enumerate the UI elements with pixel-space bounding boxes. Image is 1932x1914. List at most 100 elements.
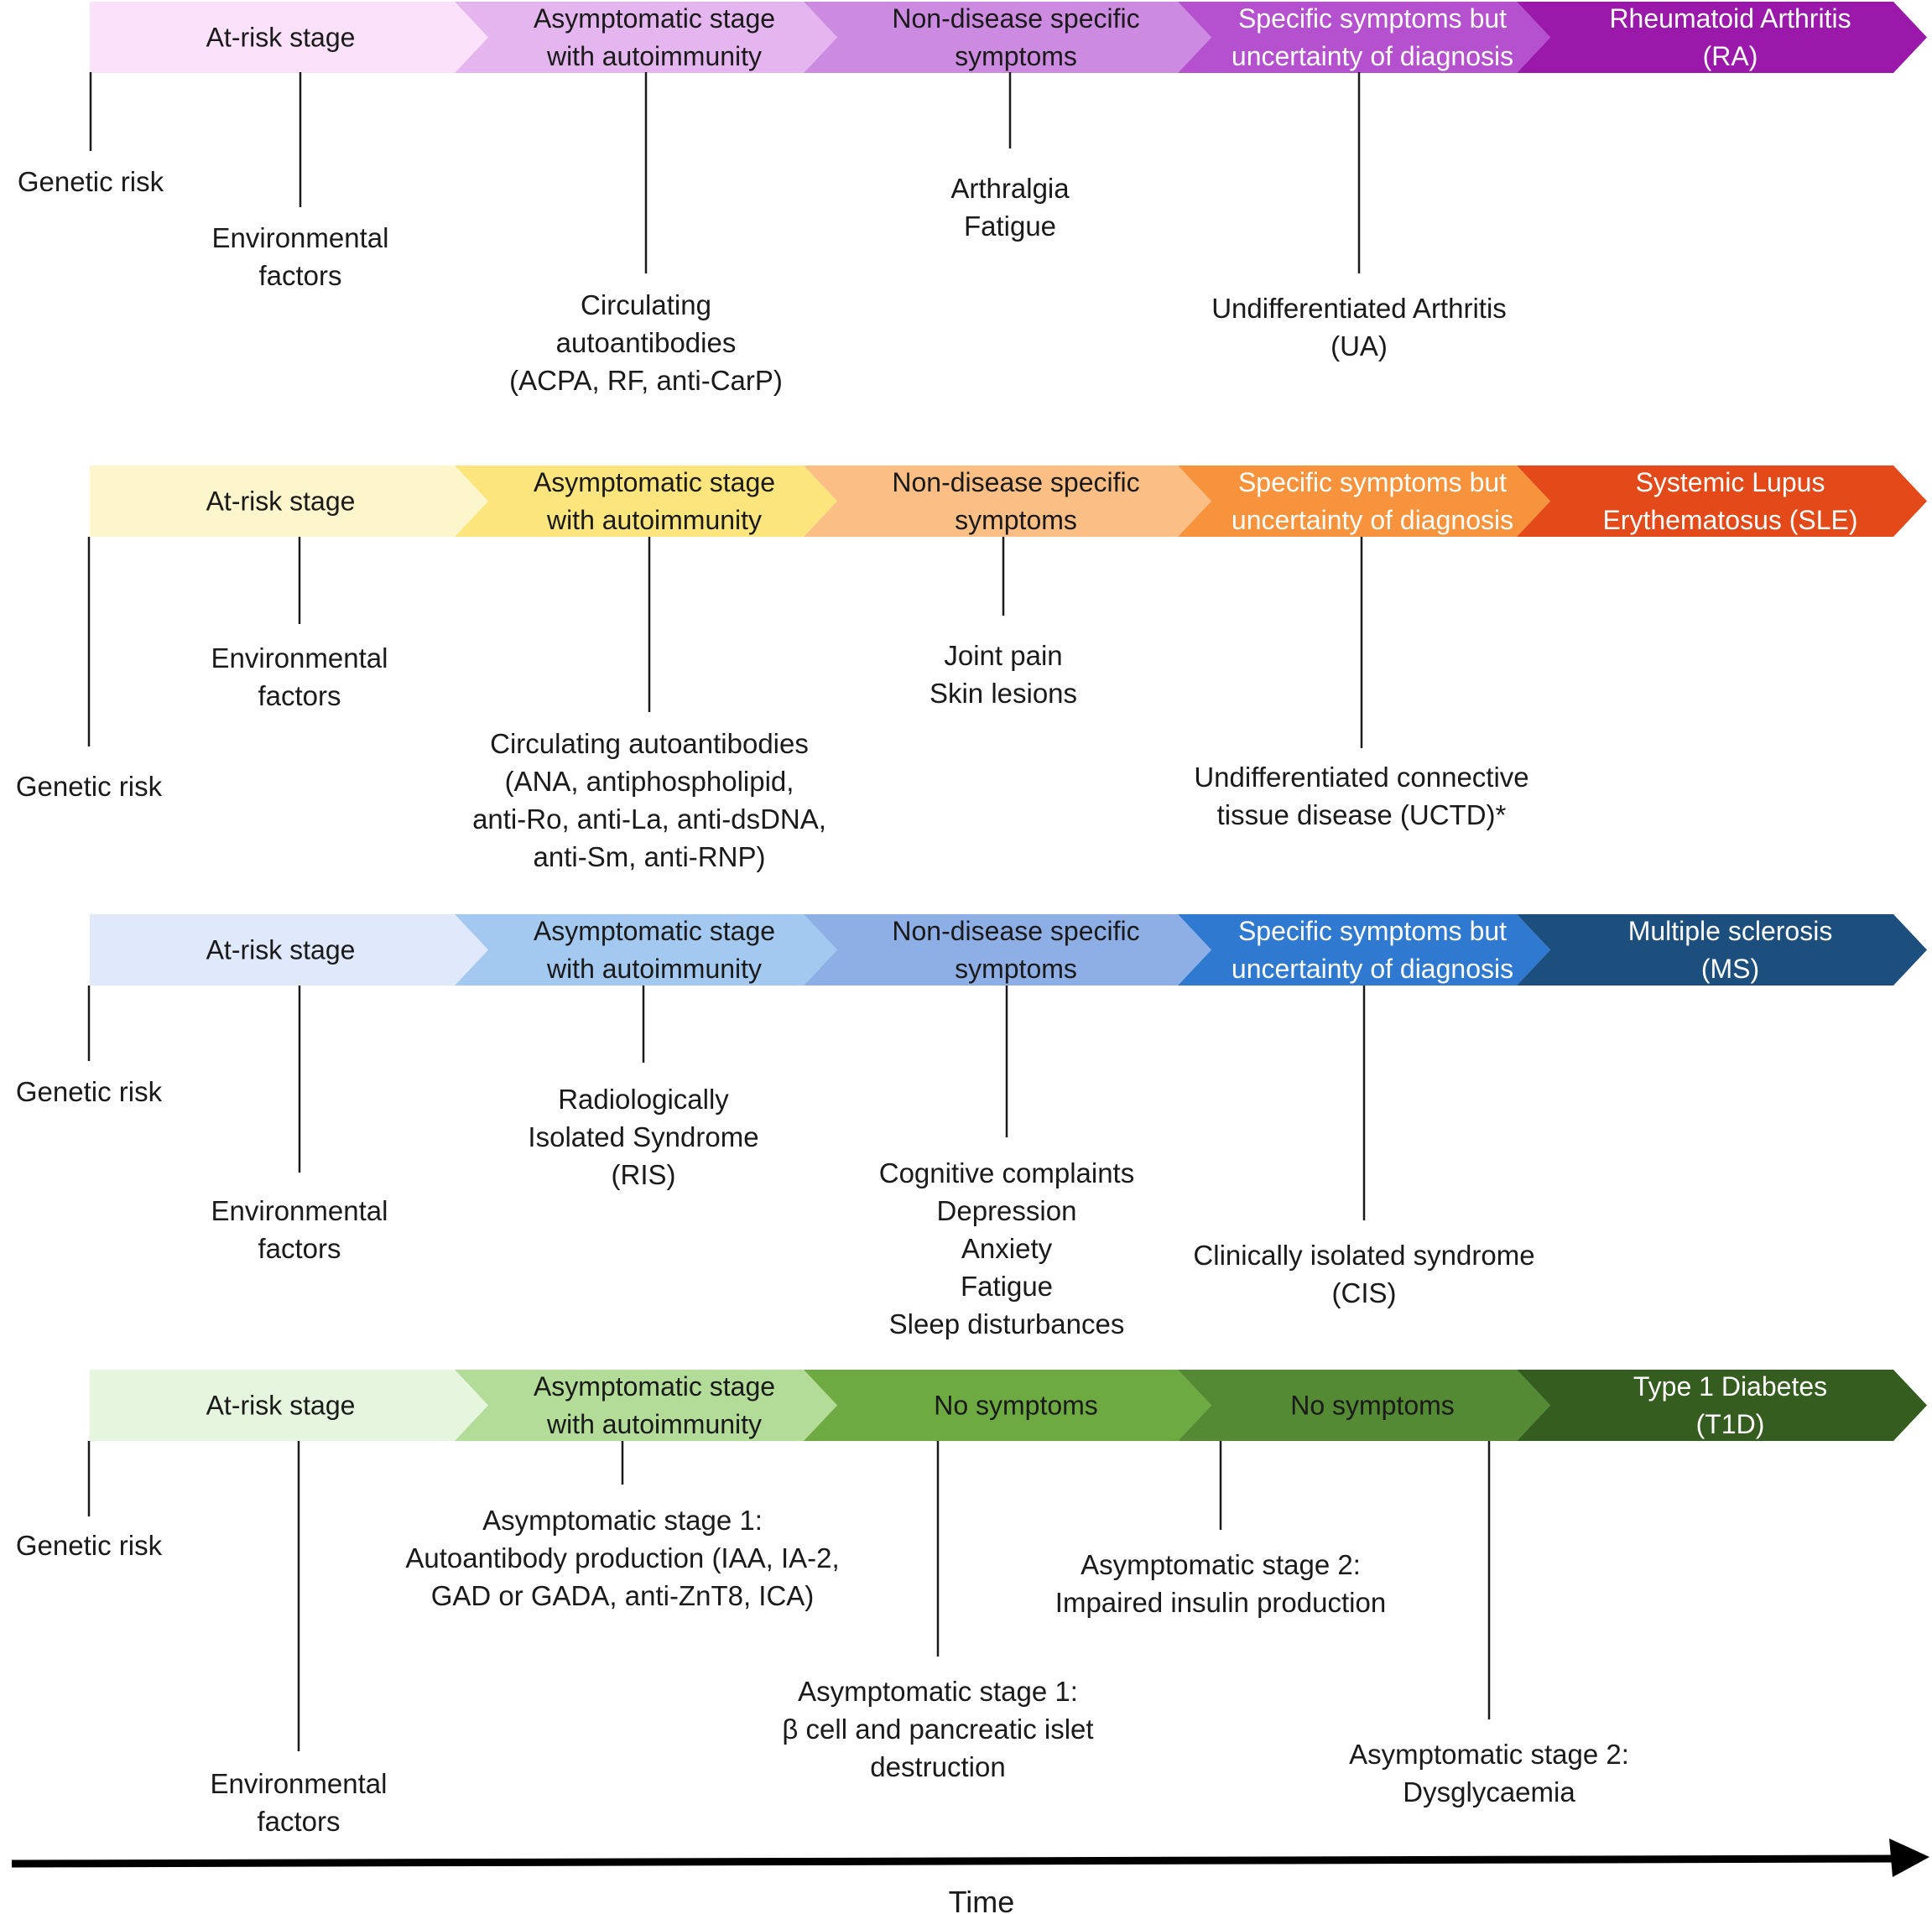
stage-label-line: Asymptomatic stage: [534, 916, 775, 946]
stage-label-line: At-risk stage: [206, 23, 356, 53]
stage-chevron: [455, 2, 837, 73]
stage-label-line: (RA): [1703, 41, 1758, 71]
annotation-line: Environmental: [212, 222, 389, 253]
annotation-line: Radiologically: [558, 1084, 729, 1115]
annotation-label: Circulating autoantibodies (ANA, antiphos…: [472, 728, 826, 872]
stage-chevron: [1517, 914, 1927, 986]
stage-label: Type 1 Diabetes (T1D): [1633, 1371, 1827, 1439]
annotation-line: Dysglycaemia: [1403, 1776, 1575, 1807]
stage-chevron: [804, 1370, 1211, 1441]
annotation-line: tissue disease (UCTD)*: [1217, 799, 1507, 830]
annotation-line: Environmental: [211, 642, 388, 674]
annotation-line: Genetic risk: [16, 1076, 163, 1107]
stage-label-line: Non-disease specific: [892, 467, 1139, 497]
annotation-line: Asymptomatic stage 1:: [798, 1676, 1078, 1707]
annotation-label: Genetic risk: [16, 1530, 163, 1561]
annotation-line: Asymptomatic stage 2:: [1349, 1739, 1629, 1770]
stage-label-line: uncertainty of diagnosis: [1232, 41, 1513, 71]
stage-label: Asymptomatic stage with autoimmunity: [534, 916, 775, 984]
stage-chevron: [90, 2, 488, 73]
annotation-line: Fatigue: [961, 1271, 1053, 1302]
annotation-line: factors: [257, 1806, 340, 1837]
annotation-line: Genetic risk: [16, 771, 163, 802]
stage-chevron: [1517, 1370, 1927, 1441]
annotation-line: Circulating autoantibodies: [490, 728, 809, 759]
annotation-label: Environmental factors: [211, 1195, 388, 1264]
time-axis-label: Time: [949, 1885, 1015, 1914]
stage-label-line: Erythematosus (SLE): [1602, 505, 1857, 535]
annotation-line: factors: [258, 1233, 341, 1264]
stage-chevron: [90, 1370, 488, 1441]
annotation-line: anti-Ro, anti-La, anti-dsDNA,: [472, 804, 826, 835]
stage-label-line: Rheumatoid Arthritis: [1609, 3, 1851, 34]
stage-label-line: with autoimmunity: [546, 954, 762, 984]
annotation-line: factors: [258, 680, 341, 711]
stage-label-line: Asymptomatic stage: [534, 1371, 775, 1402]
annotation-line: (ANA, antiphospholipid,: [505, 766, 794, 797]
annotation-line: Environmental: [211, 1768, 388, 1799]
annotation-line: Depression: [937, 1195, 1077, 1226]
stage-label: At-risk stage: [206, 486, 356, 517]
stage-label-line: Systemic Lupus: [1636, 467, 1825, 497]
stage-label-line: symptoms: [955, 41, 1077, 71]
stage-chevron: [1517, 2, 1927, 73]
annotation-line: Joint pain: [944, 640, 1062, 671]
annotation-line: Autoantibody production (IAA, IA-2,: [405, 1542, 839, 1573]
stage-label: Non-disease specific symptoms: [892, 467, 1139, 535]
stage-label-line: with autoimmunity: [546, 1409, 762, 1439]
stage-label-line: Specific symptoms but: [1238, 916, 1507, 946]
stage-label-line: Non-disease specific: [892, 916, 1139, 946]
stage-chevron: [90, 465, 488, 537]
stage-label-line: Specific symptoms but: [1238, 3, 1507, 34]
stage-label-line: Type 1 Diabetes: [1633, 1371, 1827, 1402]
annotation-line: Circulating: [581, 289, 711, 320]
stage-label: Multiple sclerosis(MS): [1628, 916, 1833, 984]
annotation-label: Asymptomatic stage 1:β cell and pancreat…: [782, 1676, 1093, 1782]
stage-chevron: [455, 914, 837, 986]
annotation-line: Fatigue: [964, 211, 1056, 242]
stage-label-line: At-risk stage: [206, 486, 356, 517]
annotation-line: Environmental: [211, 1195, 388, 1226]
stage-label: At-risk stage: [206, 23, 356, 53]
annotation-label: Asymptomatic stage 2:Impaired insulin pr…: [1055, 1549, 1386, 1618]
stage-chevron: [90, 914, 488, 986]
stage-label-line: symptoms: [955, 505, 1077, 535]
stage-chevron: [1178, 914, 1550, 986]
annotation-label: Environmental factors: [211, 1768, 388, 1837]
annotation-line: Sleep disturbances: [889, 1308, 1125, 1339]
stage-label-line: At-risk stage: [206, 1391, 356, 1421]
time-axis-line: [11, 1854, 1897, 1868]
stage-label: No symptoms: [934, 1391, 1098, 1421]
annotation-line: Asymptomatic stage 1:: [482, 1505, 763, 1536]
stage-label: Asymptomatic stage with autoimmunity: [534, 1371, 775, 1439]
annotation-line: anti-Sm, anti-RNP): [534, 841, 766, 872]
stage-label-line: (MS): [1701, 954, 1759, 984]
annotation-line: Impaired insulin production: [1055, 1587, 1386, 1618]
stage-chevron: [804, 914, 1211, 986]
stage-label: At-risk stage: [206, 935, 356, 965]
stage-chevron: [804, 2, 1211, 73]
annotation-line: autoantibodies: [556, 327, 737, 358]
stage-label: Specific symptoms but uncertainty of diag…: [1232, 3, 1513, 71]
stage-label-line: (T1D): [1696, 1409, 1765, 1439]
stage-chevron: [455, 465, 837, 537]
time-axis-arrowhead: [1889, 1839, 1929, 1877]
time-axis: Time: [11, 1839, 1929, 1914]
stage-label: At-risk stage: [206, 1391, 356, 1421]
annotation-line: (CIS): [1332, 1277, 1397, 1308]
